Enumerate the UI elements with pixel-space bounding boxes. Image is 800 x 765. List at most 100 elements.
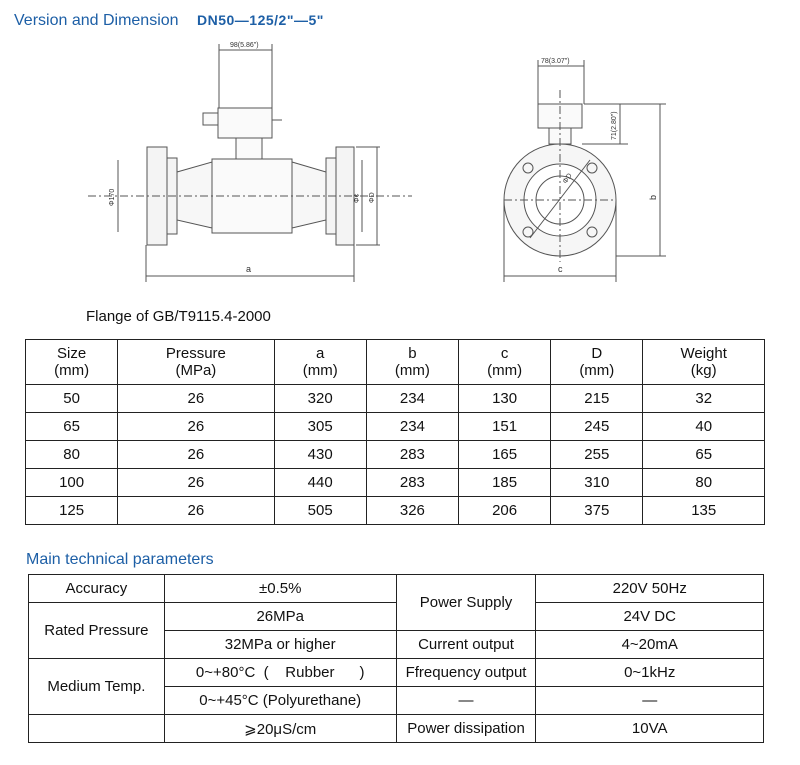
left-cone	[176, 161, 213, 229]
header-label: Size	[57, 345, 87, 362]
table-cell: 26	[117, 440, 275, 469]
label-phiE: Φ¢	[354, 193, 361, 203]
conductivity-empty-label	[28, 714, 165, 743]
bolt-hole-3	[522, 226, 534, 238]
temp-value-2: 0~+45°C (Polyurethane)	[163, 686, 397, 715]
table-cell: 283	[365, 440, 460, 469]
tech-parameters-table: Accuracy ±0.5% Power Supply 220V 50Hz Ra…	[28, 574, 764, 743]
rated-pressure-value-2: 32MPa or higher	[163, 630, 397, 659]
power-dissipation-value: 10VA	[535, 714, 764, 743]
table-cell: 50	[24, 384, 119, 413]
label-diam: ΦD	[562, 172, 574, 185]
dash-cell-1: —	[395, 686, 537, 715]
table-cell: 310	[550, 468, 644, 497]
front-view	[503, 60, 666, 282]
table-cell: 65	[24, 412, 119, 441]
table-cell: 245	[550, 412, 644, 441]
frequency-output-label: Ffrequency output	[395, 658, 537, 687]
table-cell: 26	[117, 384, 275, 413]
power-supply-value-2: 24V DC	[535, 602, 764, 631]
power-supply-value-1: 220V 50Hz	[535, 574, 764, 603]
dimension-header-cell: Size(mm)	[24, 339, 119, 385]
drawing-labels: 98(5.86") 78(3.07") 71(2.80") Φ170 ΦD Φ¢…	[109, 42, 658, 274]
current-output-value: 4~20mA	[535, 630, 764, 659]
dimension-header-cell: D(mm)	[550, 339, 644, 385]
diameter-line	[529, 159, 591, 239]
dimension-header-cell: Weight(kg)	[642, 339, 765, 385]
page-header: Version and Dimension DN50—125/2"—5"	[14, 12, 324, 30]
accuracy-label: Accuracy	[28, 574, 165, 603]
header-unit: (kg)	[690, 362, 717, 379]
rated-pressure-value-1: 26MPa	[163, 602, 397, 631]
header-unit: (mm)	[394, 362, 430, 379]
tech-row: ⩾20μS/cm Power dissipation 10VA	[28, 714, 764, 743]
flange-title: Flange of GB/T9115.4-2000	[86, 308, 271, 325]
header-unit: (mm)	[54, 362, 90, 379]
side-view	[88, 44, 412, 282]
tech-row: Rated Pressure 26MPa 24V DC	[28, 602, 764, 659]
label-b: b	[648, 195, 658, 200]
table-cell: 255	[550, 440, 644, 469]
medium-temp-label: Medium Temp.	[28, 658, 165, 715]
dimension-header-row: Size(mm)Pressure(MPa)a(mm)b(mm)c(mm)D(mm…	[24, 339, 765, 385]
current-output-label: Current output	[395, 630, 537, 659]
label-98: 98(5.86")	[230, 42, 259, 49]
header-unit: (MPa)	[175, 362, 217, 379]
table-cell: 326	[365, 496, 460, 525]
table-cell: 65	[642, 440, 765, 469]
header-label: a	[316, 345, 325, 362]
tech-row: 0~+45°C (Polyurethane) — —	[29, 686, 764, 715]
header-unit: (mm)	[579, 362, 615, 379]
table-cell: 440	[273, 468, 367, 497]
tech-row: Medium Temp. 0~+80°C ( Rubber ) Ffrequen…	[28, 658, 764, 715]
bolt-hole-2	[586, 162, 598, 174]
dimension-header-cell: b(mm)	[365, 339, 460, 385]
dimension-table: Size(mm)Pressure(MPa)a(mm)b(mm)c(mm)D(mm…	[24, 339, 765, 525]
dash-cell-2: —	[535, 686, 764, 715]
table-cell: 505	[273, 496, 367, 525]
table-cell: 234	[365, 384, 460, 413]
table-cell: 135	[642, 496, 765, 525]
table-cell: 26	[117, 496, 275, 525]
table-cell: 283	[365, 468, 460, 497]
dimension-header-cell: Pressure(MPa)	[117, 339, 275, 385]
power-dissipation-label: Power dissipation	[395, 714, 537, 743]
table-cell: 320	[273, 384, 367, 413]
table-cell: 26	[117, 412, 275, 441]
label-a: a	[246, 264, 251, 274]
header-label: b	[408, 345, 417, 362]
converter-head	[217, 107, 273, 139]
bolt-hole-1	[522, 162, 534, 174]
label-c: c	[558, 264, 563, 274]
table-cell: 185	[457, 468, 552, 497]
table-cell: 165	[457, 440, 552, 469]
power-supply-label: Power Supply	[395, 574, 537, 631]
accuracy-value: ±0.5%	[163, 574, 397, 603]
header-label: Weight	[680, 345, 727, 362]
table-cell: 206	[457, 496, 552, 525]
table-cell: 40	[642, 412, 765, 441]
table-cell: 125	[24, 496, 119, 525]
header-model: DN50—125/2"—5"	[197, 12, 324, 28]
frequency-output-value: 0~1kHz	[535, 658, 764, 687]
table-cell: 26	[117, 468, 275, 497]
label-78: 78(3.07")	[541, 58, 570, 65]
right-cone	[291, 161, 327, 229]
table-cell: 151	[457, 412, 552, 441]
table-cell: 32	[642, 384, 765, 413]
table-cell: 130	[457, 384, 552, 413]
dimension-header-cell: a(mm)	[273, 339, 367, 385]
label-71: 71(2.80")	[611, 111, 618, 140]
bolt-hole-4	[586, 226, 598, 238]
conductivity-value: ⩾20μS/cm	[163, 714, 397, 743]
label-phiD: ΦD	[369, 192, 376, 203]
temp-value-1: 0~+80°C ( Rubber )	[163, 658, 397, 687]
tech-section-title: Main technical parameters	[26, 551, 214, 568]
table-cell: 215	[550, 384, 644, 413]
header-unit: (mm)	[487, 362, 523, 379]
header-title: Version and Dimension	[14, 12, 179, 29]
